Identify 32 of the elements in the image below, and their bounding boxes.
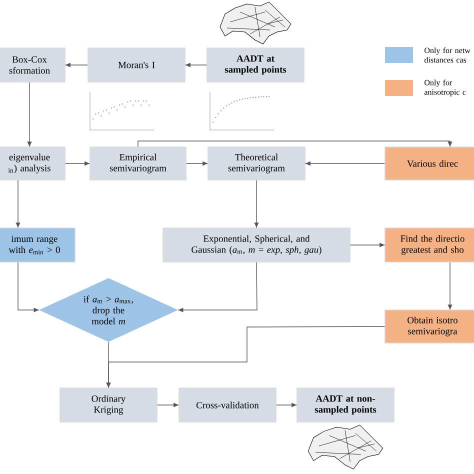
process-box: Various direc xyxy=(384,146,474,180)
process-box: Exponential, Spherical, and Gaussian (a$_{m}$, m = exp, sph, gau) xyxy=(162,228,350,262)
arrow xyxy=(185,62,207,68)
process-box: Theoretical semivariogram xyxy=(208,146,306,180)
process-box: Moran's I xyxy=(88,48,186,82)
arrow xyxy=(138,140,452,147)
process-box: Empirical semivariogram xyxy=(90,146,186,180)
process-box: Find the directio greatest and sho xyxy=(384,228,474,262)
arrow xyxy=(27,82,32,147)
arrow xyxy=(65,161,90,166)
arrow xyxy=(106,326,385,388)
legend-text: Only for netw distances cas xyxy=(424,47,470,63)
arrow xyxy=(254,180,259,228)
arrow xyxy=(178,262,258,312)
process-box: Box-Cox sformation xyxy=(0,48,66,82)
process-box: Ordinary Kriging xyxy=(60,388,158,422)
arrow xyxy=(186,161,208,166)
legend-text: Only for anisotropic c xyxy=(424,80,466,96)
process-box: AADT at non-sampled points xyxy=(296,388,394,422)
process-box: imum range with e$_{min}$ > 0 xyxy=(0,228,76,262)
arrow xyxy=(350,242,385,248)
process-box: eigenvalue $_{in}$) analysis xyxy=(0,146,66,180)
arrow xyxy=(157,402,179,408)
arrow xyxy=(16,180,20,228)
arrow xyxy=(65,62,88,68)
process-box: AADT at sampled points xyxy=(206,48,304,82)
arrow xyxy=(18,262,40,312)
arrow xyxy=(448,262,452,310)
arrow xyxy=(305,161,385,166)
process-box: Cross-validation xyxy=(178,388,276,422)
process-box: Obtain isotro semivariogra xyxy=(384,310,474,344)
arrow xyxy=(276,402,297,408)
